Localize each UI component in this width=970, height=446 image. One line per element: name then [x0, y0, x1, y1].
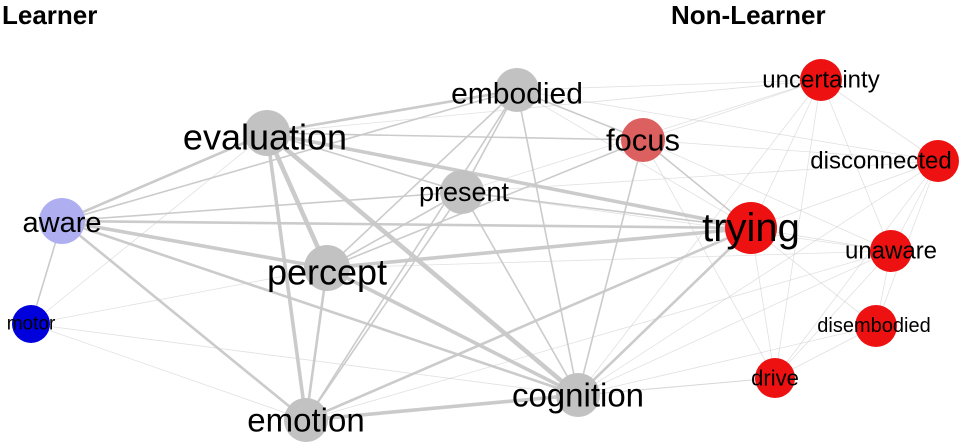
edge-evaluation-trying — [265, 131, 753, 230]
node-disembodied — [855, 305, 897, 347]
edge-percept-emotion — [304, 266, 329, 422]
edge-evaluation-embodied — [265, 88, 519, 135]
node-label-focus: focus — [606, 123, 680, 158]
node-label-percept: percept — [267, 252, 387, 293]
node-drive — [755, 358, 795, 398]
edge-unaware-drive — [774, 250, 892, 379]
edge-aware-embodied — [61, 89, 518, 222]
node-motor — [12, 305, 50, 343]
edge-cognition-disconnected — [577, 160, 939, 396]
learner-header: Learner — [2, 0, 98, 30]
edge-aware-emotion — [60, 219, 308, 422]
edge-motor-evaluation — [30, 132, 268, 325]
node-label-unaware: unaware — [845, 238, 937, 265]
edge-percept-embodied — [326, 89, 518, 269]
node-emotion — [284, 398, 328, 442]
node-label-drive: drive — [751, 366, 799, 391]
edge-evaluation-percept — [264, 130, 330, 271]
node-focus — [621, 118, 665, 162]
node-label-cognition: cognition — [512, 377, 644, 414]
edge-emotion-present — [305, 191, 463, 421]
edge-motor-percept — [30, 267, 328, 325]
edge-present-unaware — [461, 191, 892, 252]
edge-percept-unaware — [326, 250, 892, 269]
edge-motor-cognition — [30, 323, 579, 396]
node-percept — [304, 245, 350, 291]
node-aware — [39, 198, 85, 244]
edge-disconnected-drive — [774, 160, 939, 379]
edge-focus-uncertainty — [642, 79, 822, 141]
edge-aware-present — [61, 191, 463, 222]
node-label-trying: trying — [702, 206, 800, 250]
node-trying — [725, 202, 777, 254]
edge-aware-trying — [60, 219, 753, 230]
edge-motor-emotion — [30, 323, 307, 421]
edge-cognition-present — [461, 191, 579, 396]
edge-uncertainty-drive — [774, 79, 822, 379]
node-label-motor: motor — [7, 314, 56, 335]
edge-percept-aware — [60, 219, 329, 270]
edge-focus-drive — [642, 139, 776, 379]
edge-embodied-focus — [516, 89, 644, 141]
label-layer: embodied evaluation present percept emotion c… — [7, 67, 952, 439]
node-label-present: present — [419, 177, 510, 207]
node-cognition — [556, 373, 600, 417]
edge-cognition-uncertainty — [577, 79, 822, 396]
edge-emotion-embodied — [305, 89, 518, 421]
node-layer — [12, 59, 959, 442]
edge-evaluation-present — [266, 132, 463, 193]
edge-percept-present — [326, 191, 463, 269]
node-unaware — [870, 230, 912, 272]
edge-evaluation-focus — [266, 132, 644, 141]
edge-evaluation-aware — [60, 131, 269, 223]
edge-percept-cognition — [325, 266, 580, 397]
node-disconnected — [917, 140, 959, 182]
node-label-emotion: emotion — [247, 402, 364, 439]
edge-evaluation-uncertainty — [266, 79, 822, 134]
edge-emotion-drive — [305, 377, 776, 421]
edge-trying-disembodied — [750, 227, 877, 327]
edge-embodied-disconnected — [516, 89, 939, 162]
node-evaluation — [244, 110, 290, 156]
edge-trying-uncertainty — [750, 79, 822, 229]
node-label-evaluation: evaluation — [183, 117, 347, 158]
edge-present-trying — [461, 191, 752, 229]
edge-embodied-uncertainty — [516, 79, 822, 91]
edge-emotion-trying — [304, 226, 753, 422]
node-uncertainty — [800, 59, 842, 101]
node-label-uncertainty: uncertainty — [762, 67, 879, 94]
edge-layer — [30, 79, 939, 422]
node-label-embodied: embodied — [451, 78, 583, 111]
node-present — [440, 170, 484, 214]
edge-evaluation-emotion — [265, 131, 308, 422]
node-label-disconnected: disconnected — [810, 148, 951, 175]
edge-emotion-unaware — [305, 250, 892, 421]
edge-uncertainty-unaware — [820, 79, 892, 252]
edge-uncertainty-disconnected — [820, 79, 939, 162]
edge-present-disconnected — [461, 160, 939, 193]
edge-cognition-focus — [577, 139, 644, 396]
edge-cognition-unaware — [577, 250, 892, 396]
node-embodied — [495, 68, 539, 112]
edge-percept-focus — [326, 139, 644, 269]
edge-focus-disconnected — [642, 139, 939, 162]
node-label-disembodied: disembodied — [817, 315, 930, 337]
edge-focus-unaware — [642, 139, 892, 252]
edge-percept-trying — [325, 226, 753, 270]
node-label-aware: aware — [23, 207, 102, 239]
edge-trying-disconnected — [750, 160, 939, 229]
non-learner-header: Non-Learner — [671, 0, 826, 30]
edge-evaluation-cognition — [264, 130, 581, 398]
edge-cognition-disembodied — [577, 325, 877, 396]
edge-cognition-trying — [576, 226, 753, 397]
